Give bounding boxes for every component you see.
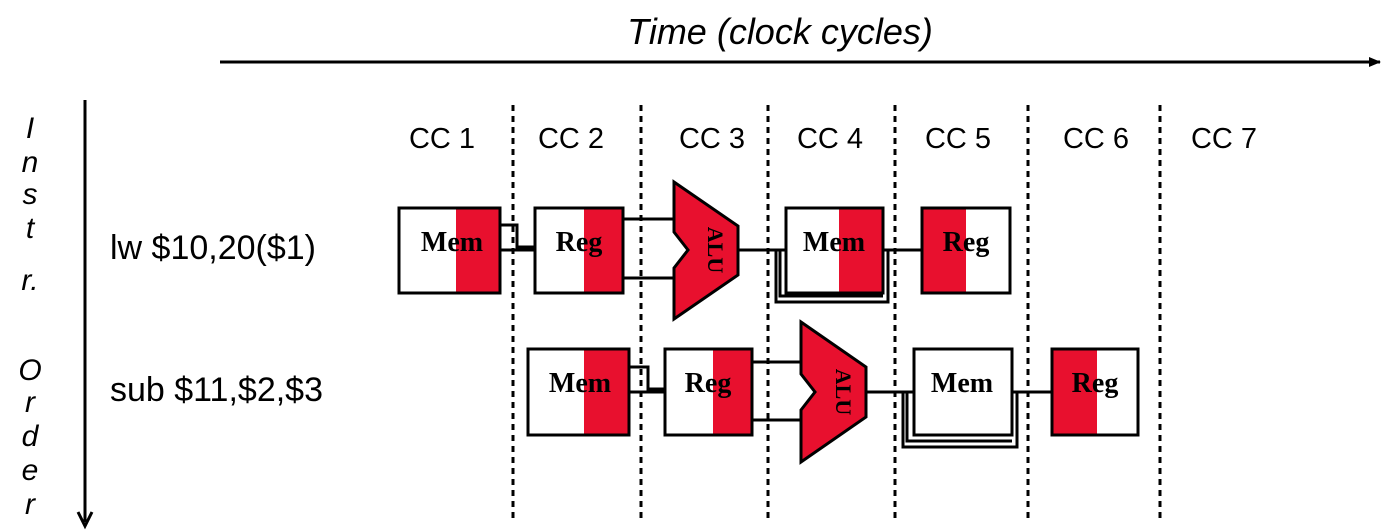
order-axis-arrowhead: [76, 511, 94, 530]
order-letter: s: [23, 178, 38, 211]
instruction-memory-block: [526, 347, 631, 437]
instruction-label: sub $11,$2,$3: [110, 371, 323, 409]
data-memory-block: [912, 347, 1014, 437]
order-letter: r: [25, 488, 36, 521]
instruction-memory-block: [397, 206, 502, 295]
instruction-row-sub: sub $11,$2,$3 Mem Reg ALU Mem: [110, 319, 1140, 465]
stage-label: Reg: [943, 227, 990, 258]
stage-fill: [839, 208, 883, 293]
stage-fill: [1052, 349, 1097, 435]
order-axis-label: I n s t r. O r d e r: [18, 112, 41, 521]
cycle-label: CC 3: [679, 123, 745, 155]
stage-label: Reg: [556, 227, 603, 258]
stage-label: ALU: [703, 227, 728, 274]
stage-label: ALU: [831, 369, 856, 416]
stage-label: Mem: [931, 368, 993, 399]
alu-block: [672, 179, 740, 322]
stage-label: Mem: [549, 368, 611, 399]
cycle-label: CC 7: [1191, 123, 1257, 155]
stage-label: Reg: [685, 368, 732, 399]
register-file-read-block: [663, 347, 754, 437]
datapath-wires: [500, 217, 922, 304]
stage-label: Reg: [1072, 368, 1119, 399]
cycle-label: CC 5: [925, 123, 991, 155]
register-file-write-block: [1050, 347, 1140, 437]
order-letter: r.: [21, 264, 38, 297]
order-letter: d: [22, 420, 40, 453]
datapath-wires: [629, 360, 1052, 449]
order-letter: r: [25, 386, 36, 419]
stage-fill: [713, 349, 752, 435]
instruction-row-lw: lw $10,20($1) Mem Reg ALU Mem: [110, 179, 1012, 322]
order-letter: I: [26, 112, 34, 145]
order-letter: t: [26, 212, 36, 245]
cycle-label: CC 4: [797, 123, 863, 155]
stage-fill: [584, 349, 629, 435]
data-memory-block: [784, 206, 885, 295]
register-file-read-block: [533, 206, 625, 295]
cycle-label: CC 6: [1063, 123, 1129, 155]
cycle-label: CC 1: [409, 123, 475, 155]
stage-label: Mem: [421, 227, 483, 258]
order-letter: n: [22, 146, 39, 179]
time-axis-label: Time (clock cycles): [627, 11, 933, 52]
cycle-labels: CC 1 CC 2 CC 3 CC 4 CC 5 CC 6 CC 7: [409, 123, 1257, 155]
alu-block: [799, 319, 868, 465]
cycle-label: CC 2: [538, 123, 604, 155]
stage-fill: [456, 208, 500, 293]
cycle-dividers: [511, 105, 1162, 520]
stage-fill: [922, 208, 966, 293]
order-letter: e: [22, 454, 39, 487]
order-letter: O: [18, 354, 41, 387]
instruction-label: lw $10,20($1): [110, 229, 316, 267]
stage-label: Mem: [803, 227, 865, 258]
stage-fill: [584, 208, 623, 293]
register-file-write-block: [920, 206, 1012, 295]
